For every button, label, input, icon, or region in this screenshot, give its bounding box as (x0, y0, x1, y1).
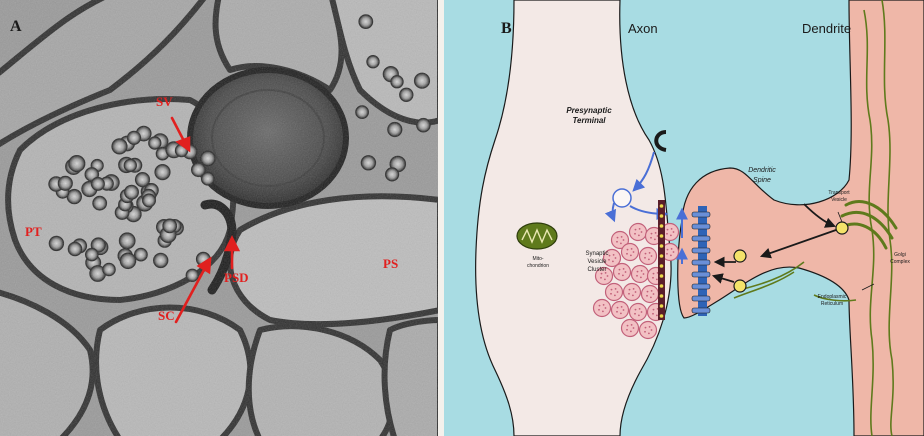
recycling-vesicle (613, 189, 631, 207)
synapse-schematic (444, 0, 924, 436)
schematic-panel: B Axon Dendrite Presynaptic Terminal Mit… (444, 0, 924, 436)
active-zone-protein (660, 274, 664, 278)
active-zone-protein (660, 264, 664, 268)
receptor (692, 212, 710, 217)
active-zone-protein (660, 314, 664, 318)
micrograph-grain (0, 0, 438, 436)
axon-label: Axon (628, 21, 658, 36)
vesicle (606, 284, 623, 301)
receptor (692, 260, 710, 265)
active-zone-protein (660, 234, 664, 238)
golgi-complex-label: Golgi Complex (880, 252, 920, 266)
active-zone-protein (660, 294, 664, 298)
active-zone-protein (660, 284, 664, 288)
transport-vesicle-label: Transport Vesicle (814, 190, 864, 204)
label-sc: SC (158, 308, 175, 324)
presynaptic-terminal-label: Presynaptic Terminal (544, 106, 634, 126)
vesicle (632, 266, 649, 283)
receptor (692, 308, 710, 313)
vesicle (630, 224, 647, 241)
active-zone-protein (660, 304, 664, 308)
panel-b-letter: B (501, 20, 512, 38)
vesicle (640, 248, 657, 265)
vesicle (640, 322, 657, 339)
active-zone-protein (660, 224, 664, 228)
vesicle (594, 300, 611, 317)
vesicle (630, 304, 647, 321)
active-zone-protein (660, 244, 664, 248)
vesicle (624, 284, 641, 301)
vesicle (622, 320, 639, 337)
electron-micrograph (0, 0, 438, 436)
micrograph-panel: A SV PT PSD PS SC (0, 0, 438, 436)
dendrite-label: Dendrite (802, 21, 851, 36)
active-zone-protein (660, 204, 664, 208)
label-psd: PSD (224, 270, 249, 286)
dendritic-spine-label: Dendritic Spine (732, 166, 792, 186)
receptor (692, 224, 710, 229)
panel-a-letter: A (10, 18, 22, 36)
endoplasmic-reticulum-label: Endoplasmic Reticulum (802, 294, 862, 308)
receptor (692, 272, 710, 277)
active-zone-protein (660, 254, 664, 258)
vesicle (642, 286, 659, 303)
receptor (692, 296, 710, 301)
vesicle-cluster-label: Synaptic Vesicle Cluster (572, 250, 622, 274)
mitochondrion-label: Mito- chondrion (508, 256, 568, 270)
label-pt: PT (25, 224, 42, 240)
vesicle (622, 244, 639, 261)
mitochondrion (517, 223, 557, 249)
vesicle (612, 302, 629, 319)
active-zone-protein (660, 214, 664, 218)
label-ps: PS (383, 256, 398, 272)
receptor (692, 248, 710, 253)
receptor (692, 236, 710, 241)
active-zone (658, 200, 665, 320)
label-sv: SV (156, 94, 173, 110)
receptor (692, 284, 710, 289)
